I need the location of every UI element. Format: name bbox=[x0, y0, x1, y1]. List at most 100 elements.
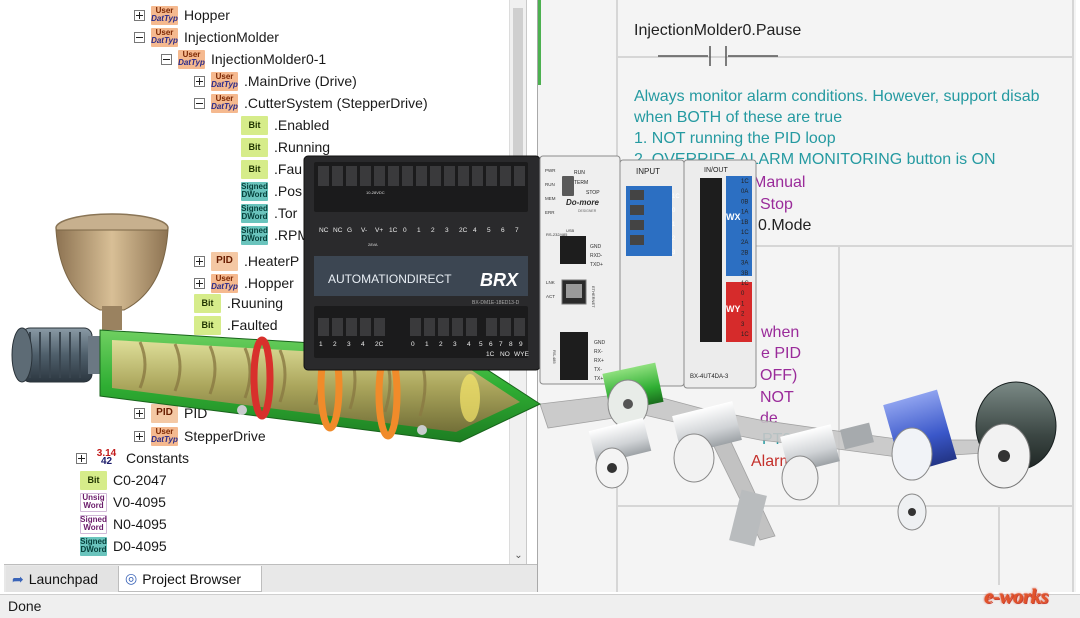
right-rail bbox=[1072, 0, 1074, 592]
expand-icon[interactable] bbox=[194, 277, 205, 289]
normally-open-contact[interactable] bbox=[658, 46, 778, 66]
tree-item-label: Hopper bbox=[184, 7, 230, 23]
rung-comment: de bbox=[760, 410, 778, 427]
tree-item-label: InjectionMolder bbox=[184, 29, 279, 45]
tree-item-label: InjectionMolder0-1 bbox=[211, 51, 327, 67]
tree-item[interactable]: Bit .Ruuning bbox=[194, 292, 283, 314]
tree-item[interactable]: Bit.Faulted bbox=[194, 314, 278, 336]
rung-comment: when BOTH of these are true bbox=[634, 109, 843, 126]
element-tag[interactable]: 0.Mode bbox=[758, 217, 812, 234]
collapse-icon[interactable] bbox=[134, 31, 145, 43]
tree-item[interactable]: Bit .Enabled bbox=[241, 114, 329, 136]
expand-icon[interactable] bbox=[194, 75, 205, 87]
rung-comment: 1. NOT running the PID loop bbox=[634, 130, 836, 147]
tree-item-label: .Hopper bbox=[244, 275, 294, 291]
rung-divider bbox=[618, 505, 1072, 507]
power-rail bbox=[538, 0, 541, 85]
tree-item[interactable]: Bit .Fau bbox=[241, 158, 302, 180]
rung-comment: OFF) bbox=[760, 367, 798, 384]
element-tag[interactable]: Alarms bbox=[751, 453, 801, 470]
contact-tag[interactable]: InjectionMolder0.Pause bbox=[634, 22, 802, 39]
rung-comment: Stop bbox=[760, 196, 793, 213]
expand-icon[interactable] bbox=[134, 407, 145, 419]
tree-item-label: .RPM bbox=[274, 227, 309, 243]
expand-icon[interactable] bbox=[76, 452, 87, 464]
chevron-down-icon[interactable]: ⌄ bbox=[514, 550, 523, 561]
datatype-badge-icon: Bit bbox=[241, 115, 268, 135]
panel-tab-strip: ➦ Launchpad ◎ Project Browser bbox=[4, 564, 537, 592]
collapse-icon[interactable] bbox=[161, 53, 172, 65]
tree-item-label: StepperDrive bbox=[184, 428, 266, 444]
grid-line bbox=[838, 245, 840, 505]
tree-item-label: V0-4095 bbox=[113, 494, 166, 510]
datatype-badge-icon: Bit bbox=[241, 159, 268, 179]
rung-comment: NOT bbox=[760, 389, 794, 406]
rung-comment: 2. OVERRIDE ALARM MONITORING button is O… bbox=[634, 151, 996, 168]
tree-item-label: N0-4095 bbox=[113, 516, 167, 532]
expand-icon[interactable] bbox=[194, 255, 205, 267]
rung-gutter bbox=[616, 0, 618, 592]
tree-item-label: .Pos bbox=[274, 183, 303, 199]
status-text: Done bbox=[8, 598, 42, 614]
tree-item-label: .Running bbox=[274, 139, 331, 155]
tree-item[interactable]: Bit.Running bbox=[241, 136, 330, 158]
tree-item-label: Constants bbox=[126, 450, 190, 466]
tree-item-label: .MainDrive (Drive) bbox=[244, 73, 357, 89]
datatype-badge-icon: Bit bbox=[194, 315, 221, 335]
collapse-icon[interactable] bbox=[194, 97, 205, 109]
ladder-editor[interactable]: InjectionMolder0.Pause Always monitor al… bbox=[537, 0, 1076, 592]
status-bar: Done bbox=[0, 594, 1080, 618]
tab-project-browser[interactable]: ◎ Project Browser bbox=[118, 566, 262, 592]
grid-line bbox=[998, 505, 1000, 585]
tree-item-label: D0-4095 bbox=[113, 538, 167, 554]
element-tag[interactable]: PT3 bbox=[762, 431, 792, 448]
tree-scroll-thumb[interactable] bbox=[513, 8, 523, 268]
datatype-badge-icon: Bit bbox=[194, 293, 221, 313]
tree-item[interactable]: PID .HeaterP bbox=[194, 250, 299, 272]
tree-item-label: .Enabled bbox=[274, 117, 330, 133]
rung-comment: Manual bbox=[753, 174, 806, 191]
tree-item-label: .Ruuning bbox=[227, 295, 284, 311]
tree-scrollbar[interactable]: ⌄ bbox=[509, 0, 526, 564]
tab-label: Launchpad bbox=[28, 571, 99, 587]
tab-launchpad[interactable]: ➦ Launchpad bbox=[6, 566, 118, 592]
tree-item-label: .HeaterP bbox=[244, 253, 300, 269]
tree-item-label: .Fau bbox=[274, 161, 303, 177]
rung-comment: e PID bbox=[761, 345, 802, 362]
expand-icon[interactable] bbox=[134, 430, 145, 442]
expand-icon[interactable] bbox=[134, 9, 145, 21]
datatype-badge-icon: Bit bbox=[80, 470, 107, 490]
datatype-badge-icon: PID bbox=[151, 403, 178, 423]
tree-item-label: .Tor bbox=[274, 205, 298, 221]
binoculars-icon: ◎ bbox=[125, 570, 138, 586]
rung-divider bbox=[618, 245, 1072, 247]
datatype-badge-icon: PID bbox=[211, 251, 238, 271]
rung-comment: when bbox=[761, 324, 800, 341]
